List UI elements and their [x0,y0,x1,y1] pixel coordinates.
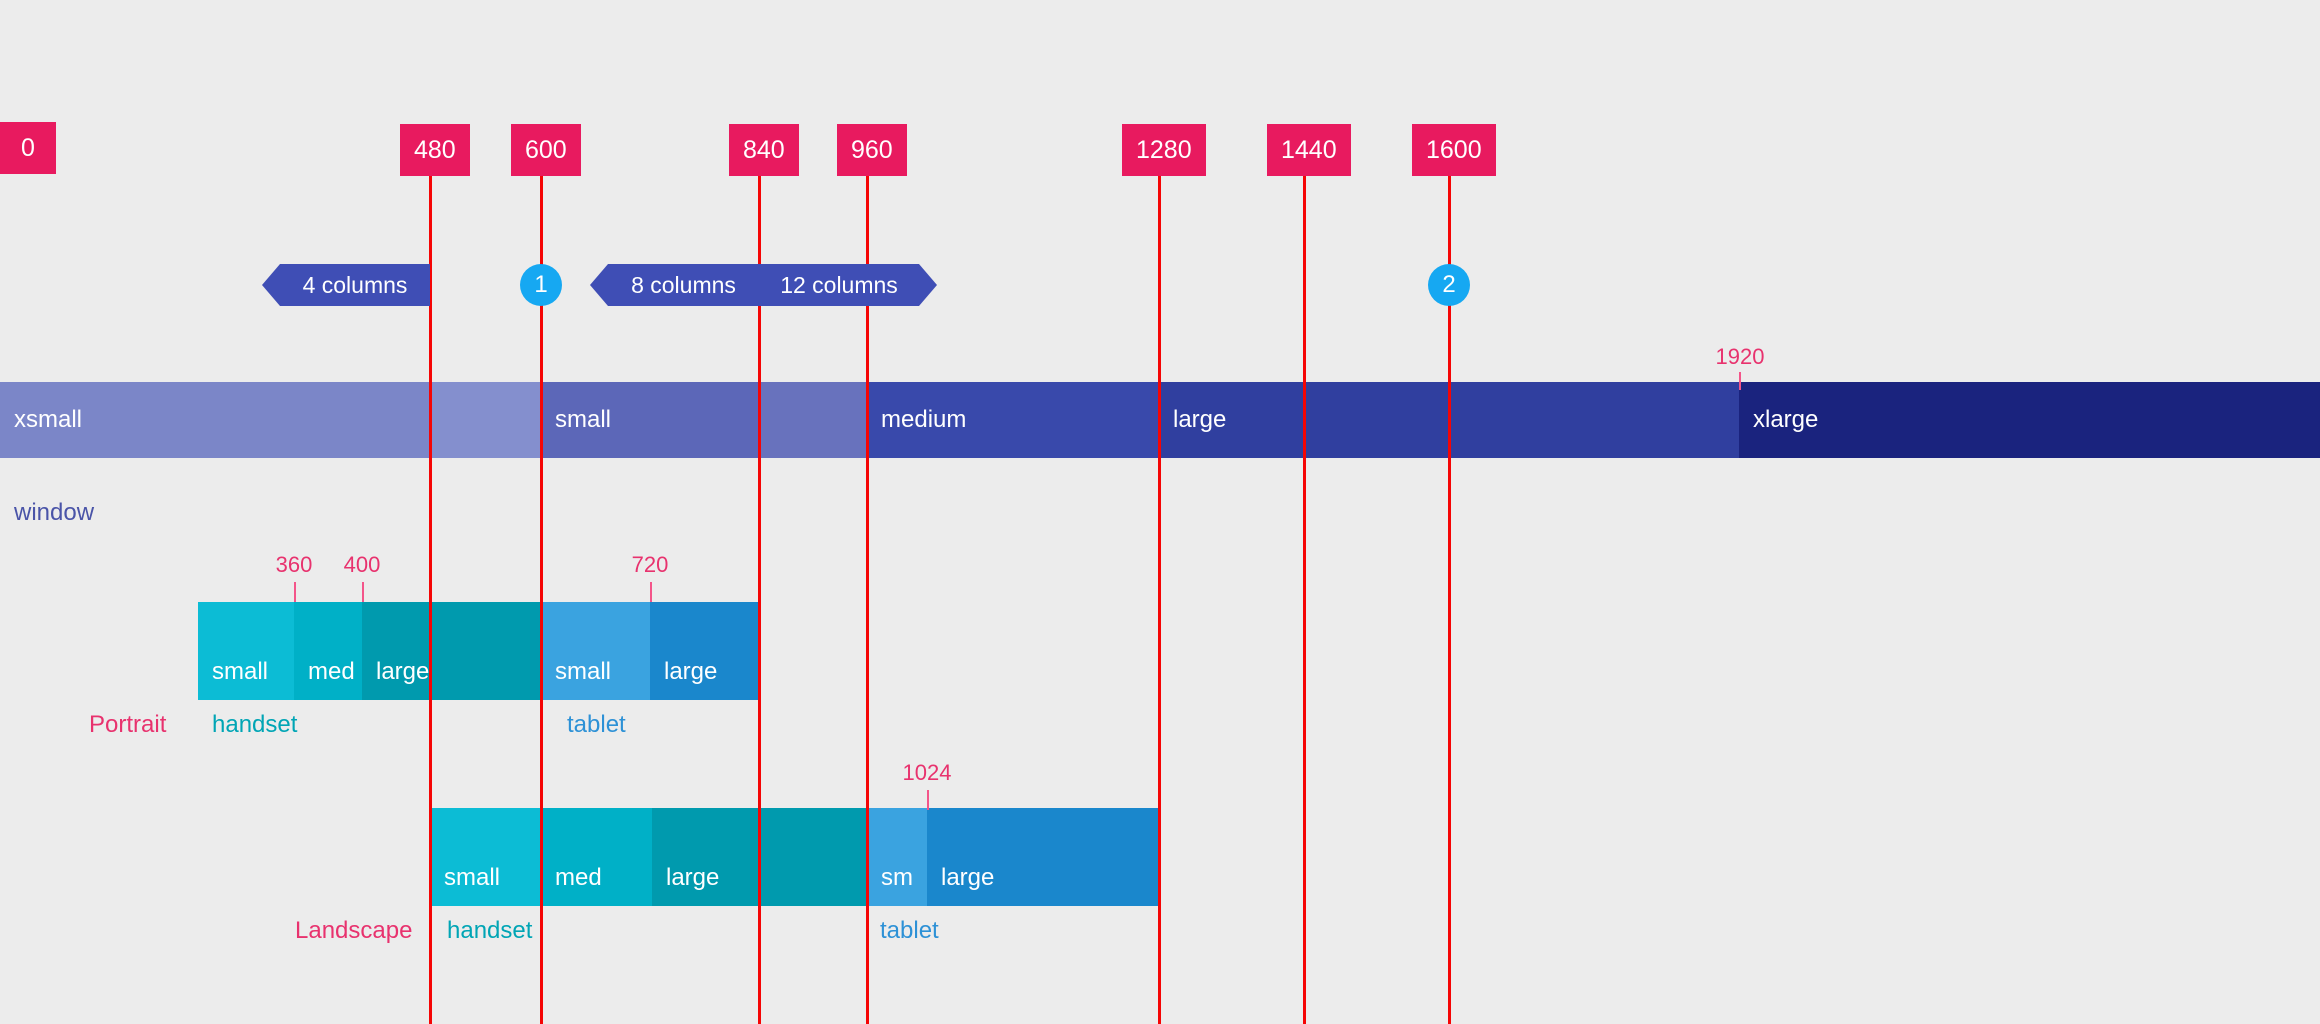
landscape-handset-small: small [430,808,541,906]
breakpoint-rule-480 [429,160,432,1024]
window-band-medium: medium [867,382,1159,458]
column-marker-1[interactable]: 1 [520,264,562,306]
breakpoint-chip-840[interactable]: 840 [729,124,799,176]
window-band-label-small: small [555,406,612,433]
window-band-label-large: large [1173,406,1227,433]
landscape-group-label-tablet: tablet [880,917,939,944]
breakpoint-chip-1280[interactable]: 1280 [1122,124,1206,176]
tick-label-400: 400 [343,552,381,577]
window-band-label-medium: medium [881,406,967,433]
portrait-tablet-large-label: large [664,658,718,685]
landscape-group-label-handset: handset [447,917,533,944]
tick-mark-360 [294,582,296,602]
breakpoint-rule-600 [540,160,543,1024]
landscape-tablet-large: large [927,808,1159,906]
portrait-group-label-tablet: tablet [567,711,626,738]
tick-mark-720 [650,582,652,602]
column-badge-8-columns[interactable]: 8 columns [590,264,759,306]
breakpoint-rule-1440 [1303,160,1306,1024]
landscape-tablet-sm-label: sm [881,864,913,891]
column-marker-2[interactable]: 2 [1428,264,1470,306]
portrait-tablet-small-label: small [555,658,612,685]
column-badge-12-columns[interactable]: 12 columns [741,264,937,306]
window-band-xsmall: xsmall [0,382,430,458]
portrait-handset-large-label: large [376,658,430,685]
portrait-tablet-small: small [541,602,650,700]
landscape-handset-small-label: small [444,864,501,891]
portrait-handset-large: large [362,602,541,700]
portrait-handset-med: med [294,602,362,700]
breakpoint-rule-840 [758,160,761,1024]
breakpoint-chip-0[interactable]: 0 [0,122,56,174]
portrait-tablet-large: large [650,602,759,700]
breakpoint-rule-960 [866,160,869,1024]
tick-mark-1024 [927,790,929,810]
window-band-xsmall-tail [430,382,541,458]
window-row-label: window [14,499,95,526]
tick-label-360: 360 [275,552,313,577]
window-band-label-xlarge: xlarge [1753,406,1819,433]
tick-mark-400 [362,582,364,602]
portrait-orientation-label: Portrait [89,711,167,738]
breakpoint-chip-600[interactable]: 600 [511,124,581,176]
landscape-tablet-sm: sm [867,808,927,906]
landscape-handset-med: med [541,808,652,906]
landscape-handset-med-label: med [555,864,602,891]
window-band-label-xsmall: xsmall [14,406,83,433]
column-badge-4-columns[interactable]: 4 columns [262,264,430,306]
breakpoint-chip-480[interactable]: 480 [400,124,470,176]
portrait-handset-small-label: small [212,658,269,685]
breakpoint-rule-1280 [1158,160,1161,1024]
window-band-xlarge: xlarge [1739,382,2320,458]
portrait-group-label-handset: handset [212,711,298,738]
window-band-small: small [541,382,759,458]
tick-mark-1920 [1739,372,1741,390]
breakpoint-chip-960[interactable]: 960 [837,124,907,176]
landscape-orientation-label: Landscape [295,917,413,944]
tick-label-720: 720 [631,552,669,577]
portrait-handset-small: small [198,602,294,700]
breakpoint-chip-1440[interactable]: 1440 [1267,124,1351,176]
landscape-tablet-large-label: large [941,864,995,891]
portrait-handset-med-label: med [308,658,355,685]
tick-label-1920: 1920 [1715,344,1765,369]
breakpoint-chip-1600[interactable]: 1600 [1412,124,1496,176]
tick-label-1024: 1024 [902,760,952,785]
landscape-handset-large-label: large [666,864,720,891]
window-band-small-tail [759,382,867,458]
breakpoint-rule-1600 [1448,160,1451,1024]
